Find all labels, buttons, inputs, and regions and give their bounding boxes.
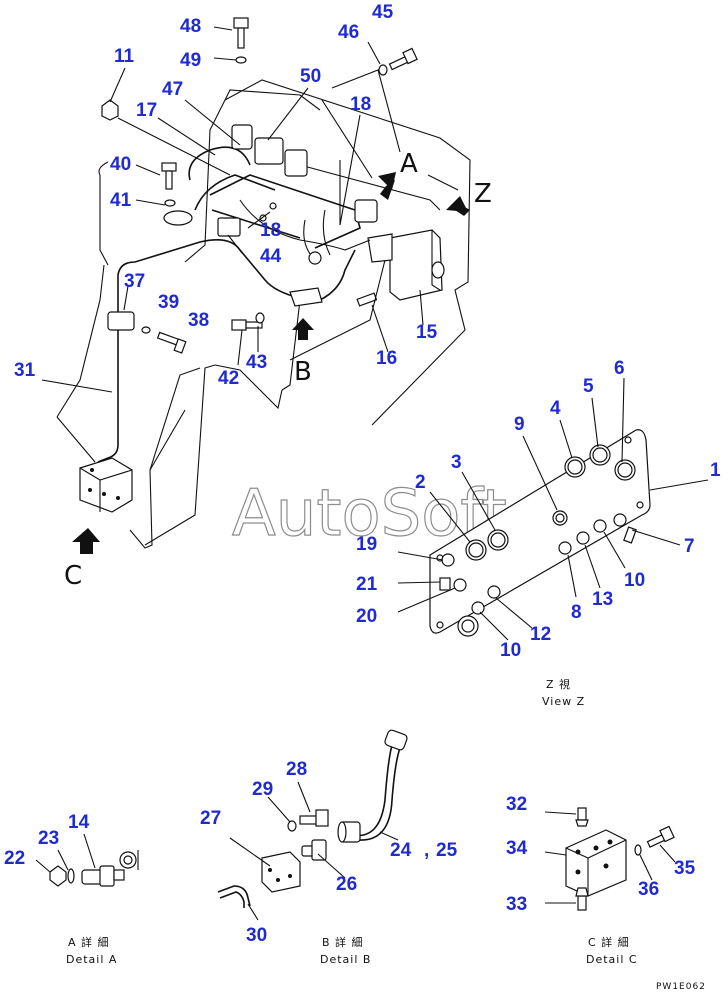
callout-8: 8 bbox=[571, 602, 582, 623]
bolt-45 bbox=[388, 47, 418, 71]
callout-49: 49 bbox=[180, 50, 201, 71]
caption-detail-b-jp: B 詳 細 bbox=[322, 935, 364, 949]
callout-9: 9 bbox=[514, 414, 525, 435]
callout-28: 28 bbox=[286, 759, 307, 780]
callout-38: 38 bbox=[188, 310, 209, 331]
view-z-panel bbox=[397, 377, 709, 641]
detail-a bbox=[35, 833, 139, 887]
callout-42: 42 bbox=[218, 368, 239, 389]
callout-26: 26 bbox=[336, 874, 357, 895]
view-letter-c: C bbox=[64, 561, 82, 591]
callout-10-right: 10 bbox=[624, 570, 645, 591]
bolt-38 bbox=[156, 331, 187, 354]
detail-c bbox=[544, 807, 676, 911]
callout-43: 43 bbox=[246, 352, 267, 373]
callout-11: 11 bbox=[114, 46, 135, 67]
parts-separator: , bbox=[424, 840, 429, 861]
callout-17: 17 bbox=[136, 100, 157, 121]
callout-33: 33 bbox=[506, 894, 527, 915]
view-letter-a: A bbox=[400, 149, 418, 179]
callout-36: 36 bbox=[638, 879, 659, 900]
callout-45: 45 bbox=[372, 2, 394, 23]
caption-detail-b-en: Detail B bbox=[320, 953, 371, 966]
callout-6: 6 bbox=[614, 358, 625, 379]
callout-14: 14 bbox=[68, 812, 90, 833]
callout-1: 1 bbox=[710, 460, 721, 481]
caption-detail-c-jp: C 詳 細 bbox=[588, 935, 630, 949]
callout-10-left: 10 bbox=[500, 640, 521, 661]
callout-7: 7 bbox=[684, 536, 695, 557]
callout-22: 22 bbox=[4, 848, 25, 869]
callout-4: 4 bbox=[550, 398, 561, 419]
callout-21: 21 bbox=[356, 574, 378, 595]
callout-41: 41 bbox=[110, 190, 132, 211]
callout-18-top: 18 bbox=[350, 94, 371, 115]
callout-46: 46 bbox=[338, 22, 359, 43]
view-letter-z: Z bbox=[474, 179, 492, 209]
bolt-42 bbox=[231, 319, 263, 331]
callout-37: 37 bbox=[124, 271, 145, 292]
callout-5: 5 bbox=[583, 376, 594, 397]
caption-view-z-jp: Z 視 bbox=[546, 677, 571, 691]
callout-16: 16 bbox=[376, 348, 397, 369]
callout-13: 13 bbox=[592, 589, 613, 610]
callout-12: 12 bbox=[530, 624, 551, 645]
callout-35: 35 bbox=[674, 858, 696, 879]
callout-44: 44 bbox=[260, 246, 282, 267]
callout-47: 47 bbox=[162, 79, 183, 100]
callout-23: 23 bbox=[38, 828, 59, 849]
callout-18-bottom: 18 bbox=[260, 220, 281, 241]
view-letter-b: B bbox=[294, 357, 312, 387]
callout-30: 30 bbox=[246, 925, 267, 946]
callout-39: 39 bbox=[158, 292, 179, 313]
callout-2: 2 bbox=[415, 472, 426, 493]
callout-20: 20 bbox=[356, 606, 377, 627]
callout-31: 31 bbox=[14, 360, 36, 381]
caption-detail-c-en: Detail C bbox=[586, 953, 638, 966]
callout-15: 15 bbox=[416, 322, 438, 343]
callout-48: 48 bbox=[180, 16, 201, 37]
bolt-48 bbox=[233, 17, 249, 49]
callout-24: 24 bbox=[390, 840, 412, 861]
callout-3: 3 bbox=[451, 452, 462, 473]
detail-b bbox=[217, 729, 408, 921]
callout-32: 32 bbox=[506, 794, 527, 815]
bolt-40 bbox=[161, 162, 177, 190]
callout-50: 50 bbox=[300, 66, 321, 87]
main-assembly bbox=[41, 17, 471, 554]
callout-34: 34 bbox=[506, 838, 528, 859]
callout-19: 19 bbox=[356, 534, 377, 555]
caption-detail-a-jp: A 詳 細 bbox=[68, 935, 110, 949]
drawing-code: PW1E062 bbox=[656, 982, 706, 992]
callout-27: 27 bbox=[200, 808, 221, 829]
caption-view-z-en: View Z bbox=[542, 695, 585, 708]
caption-detail-a-en: Detail A bbox=[66, 953, 117, 966]
callout-29: 29 bbox=[252, 779, 273, 800]
callout-25: 25 bbox=[436, 840, 458, 861]
callout-40: 40 bbox=[110, 154, 131, 175]
